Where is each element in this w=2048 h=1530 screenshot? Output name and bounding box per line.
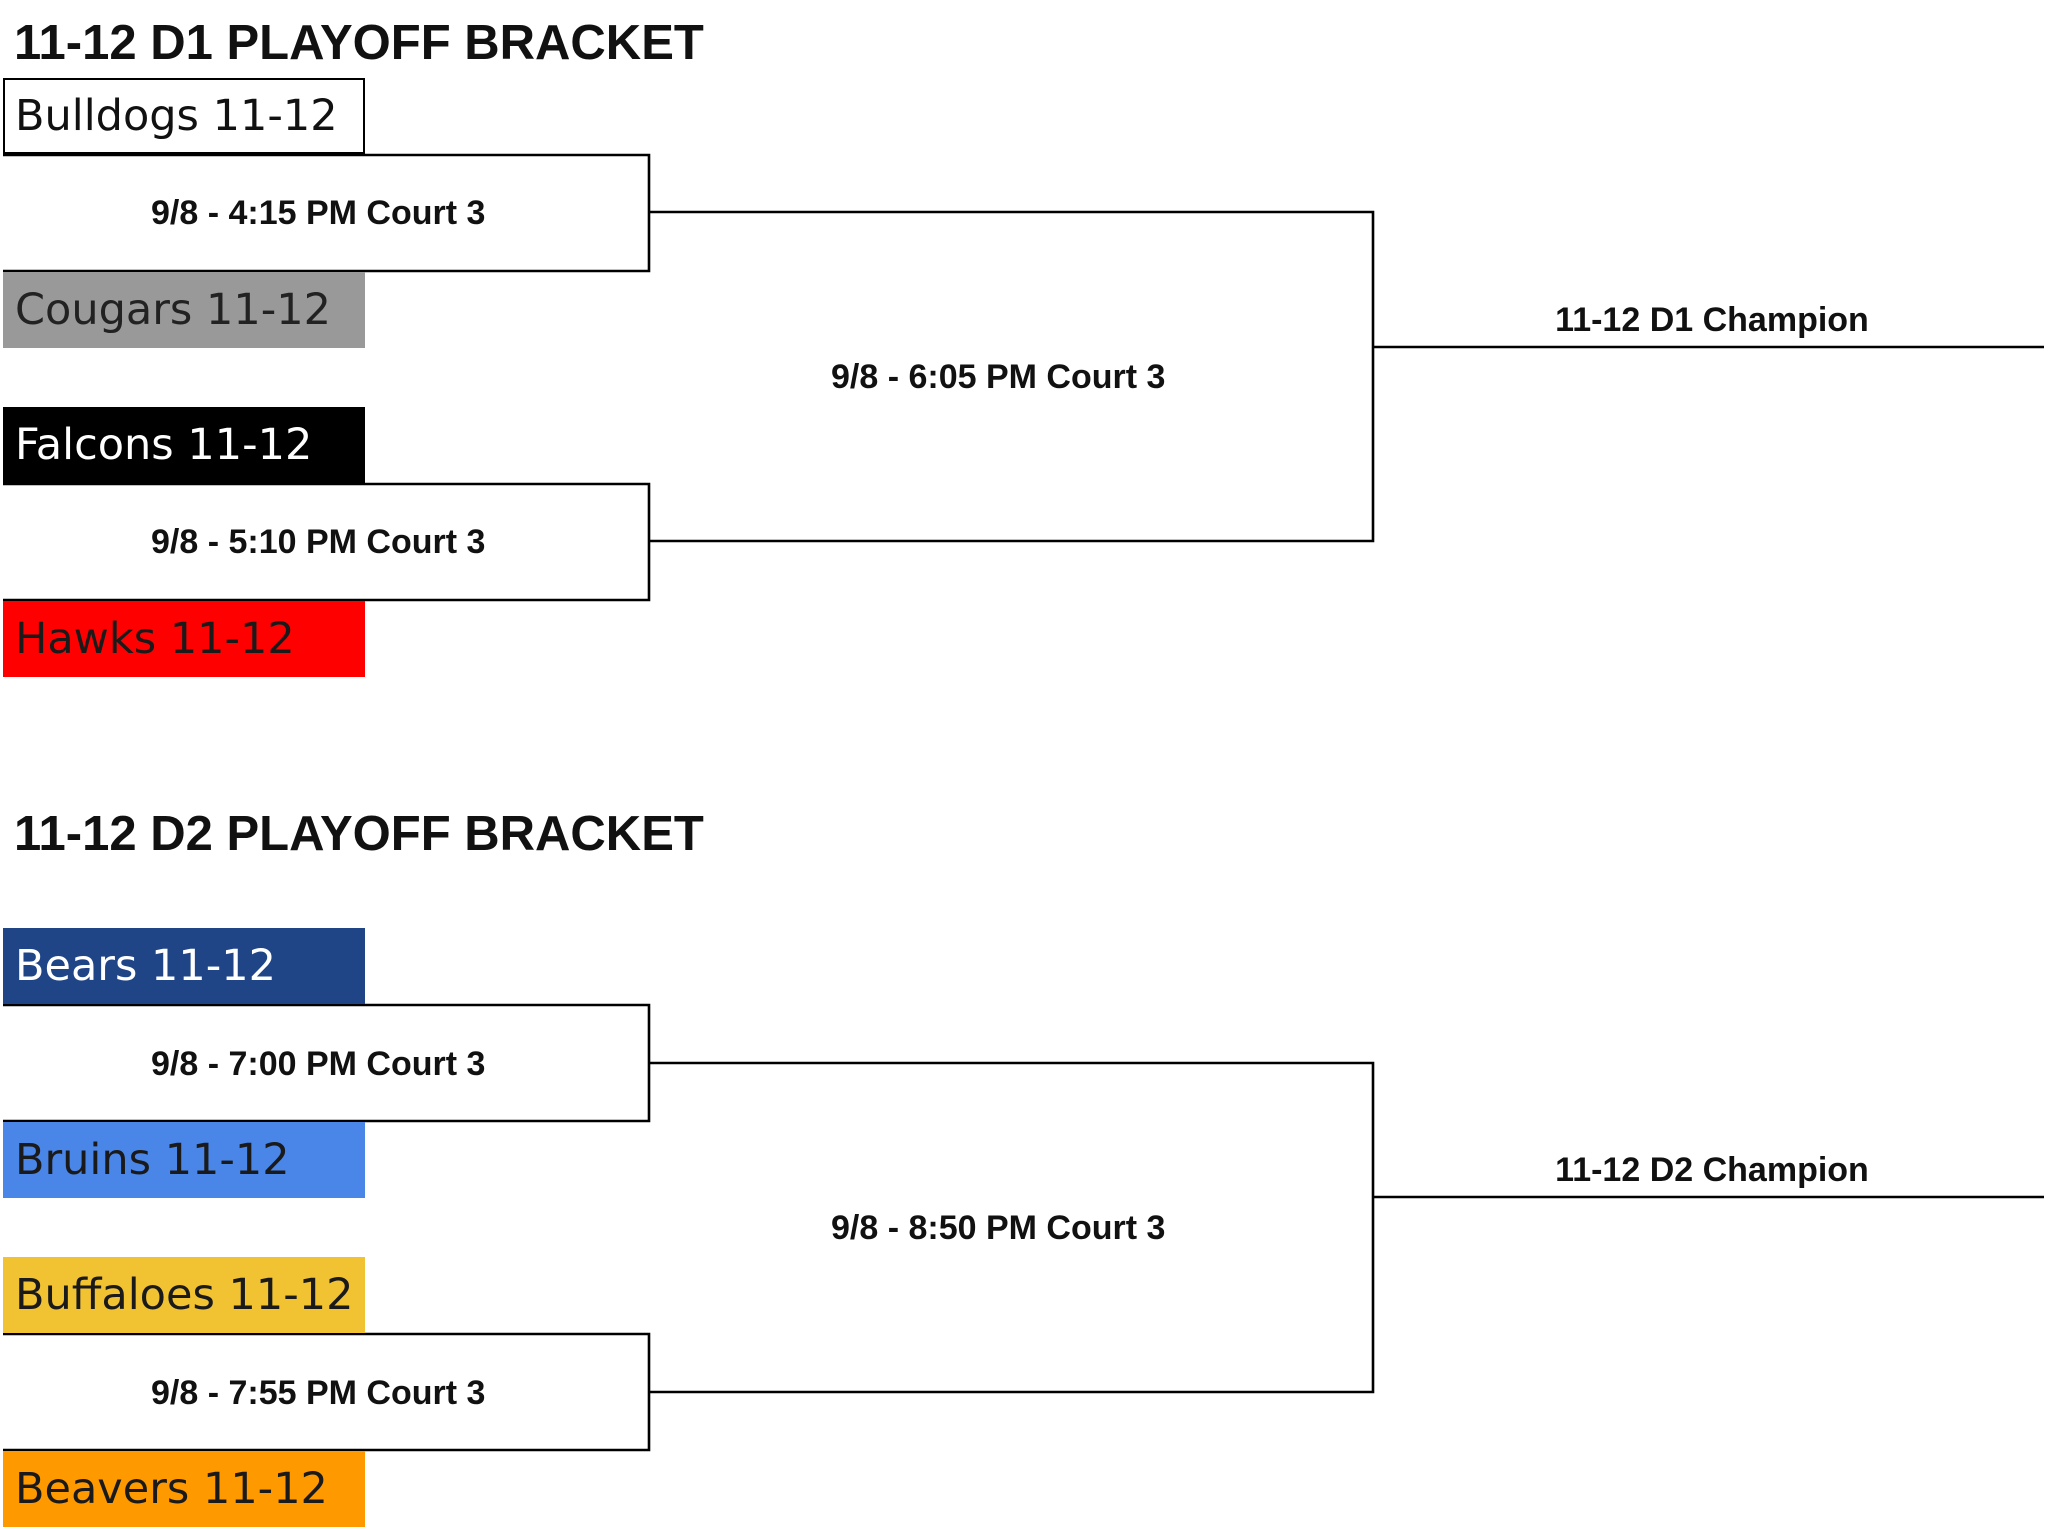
- d2-semi1-game-time: 9/8 - 7:00 PM Court 3: [151, 1045, 486, 1083]
- d2-final-bracket-line: [649, 1061, 1375, 1394]
- d1-team-3-slot: Falcons 11-12: [3, 407, 365, 483]
- d2-champion-label: 11-12 D2 Champion: [1555, 1151, 1869, 1189]
- d1-team-1-slot: Bulldogs 11-12: [3, 78, 365, 154]
- d1-bracket-title: 11-12 D1 PLAYOFF BRACKET: [14, 16, 704, 70]
- d1-semi1-game-time: 9/8 - 4:15 PM Court 3: [151, 194, 486, 232]
- d1-final-game-time: 9/8 - 6:05 PM Court 3: [831, 358, 1166, 396]
- d1-bracket-lines: [3, 153, 2044, 602]
- d2-bracket-lines: [3, 1003, 2044, 1452]
- d2-bracket-title: 11-12 D2 PLAYOFF BRACKET: [14, 807, 704, 861]
- d2-final-game-time: 9/8 - 8:50 PM Court 3: [831, 1209, 1166, 1247]
- d2-team-2-slot: Bruins 11-12: [3, 1122, 365, 1198]
- d2-semi2-game-time: 9/8 - 7:55 PM Court 3: [151, 1374, 486, 1412]
- d1-final-bracket-line: [649, 210, 1375, 543]
- d2-team-4-slot: Beavers 11-12: [3, 1451, 365, 1527]
- d1-champion-label: 11-12 D1 Champion: [1555, 301, 1869, 339]
- d1-team-4-slot: Hawks 11-12: [3, 601, 365, 677]
- d1-semi2-game-time: 9/8 - 5:10 PM Court 3: [151, 523, 486, 561]
- d2-team-3-slot: Buffaloes 11-12: [3, 1257, 365, 1333]
- d2-team-1-slot: Bears 11-12: [3, 928, 365, 1004]
- d1-team-2-slot: Cougars 11-12: [3, 272, 365, 348]
